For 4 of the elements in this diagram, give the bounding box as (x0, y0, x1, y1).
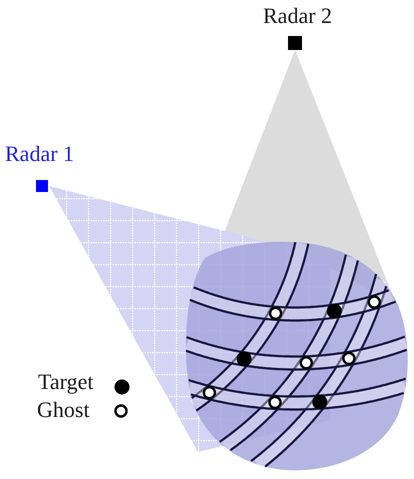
radar-label: Radar 2 (263, 5, 332, 27)
legend-label: Target (38, 371, 94, 393)
radar-label: Radar 1 (5, 143, 74, 165)
legend-label: Ghost (37, 399, 90, 421)
